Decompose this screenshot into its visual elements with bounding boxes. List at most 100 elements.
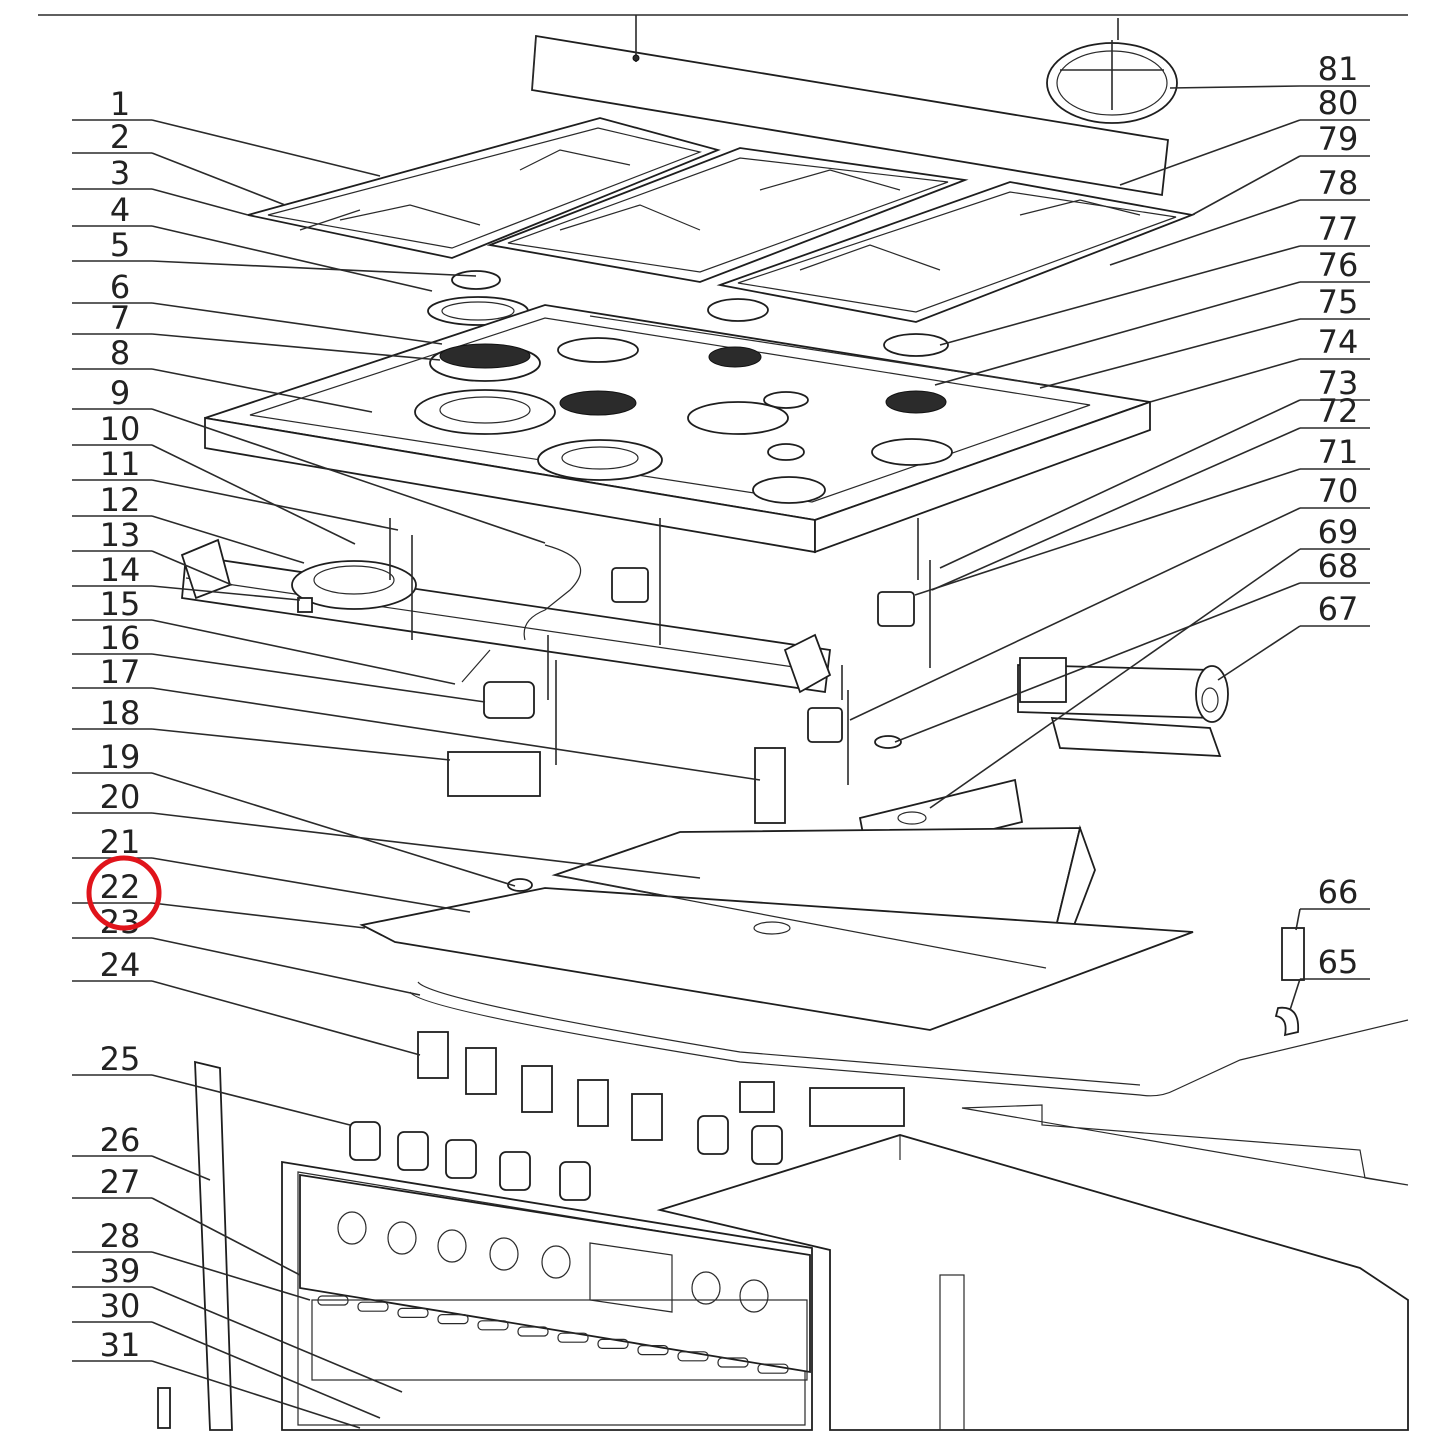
callout-22 (72, 902, 366, 929)
label-11: 11 (100, 445, 141, 483)
highlight-circle (86, 855, 162, 931)
pan-support-left (247, 117, 721, 259)
burner-bodies (483, 567, 915, 743)
label-39: 39 (100, 1252, 141, 1290)
wok-ring (1046, 18, 1178, 124)
label-28: 28 (100, 1217, 141, 1255)
callout-66 (1295, 908, 1370, 931)
callout-11 (72, 479, 399, 531)
label-21: 21 (100, 823, 141, 861)
vent-slot (637, 1344, 669, 1356)
label-10: 10 (100, 410, 141, 448)
hob-burners (414, 337, 953, 504)
vent-slot (517, 1326, 549, 1337)
callout-67 (1217, 625, 1370, 681)
label-77: 77 (1318, 210, 1359, 248)
label-1: 1 (110, 85, 130, 123)
vent-slot (477, 1320, 509, 1331)
callout-81 (1169, 85, 1370, 89)
callout-10 (72, 444, 356, 545)
label-8: 8 (110, 334, 130, 372)
label-73: 73 (1318, 364, 1359, 402)
wok-burner-base (291, 560, 417, 613)
callout-9 (72, 408, 546, 544)
callout-2 (72, 152, 286, 206)
callout-3 (72, 188, 249, 216)
label-78: 78 (1318, 164, 1359, 202)
label-72: 72 (1318, 392, 1359, 430)
side-rail-left (194, 1060, 233, 1431)
callout-31 (72, 1360, 361, 1429)
callout-18 (72, 728, 451, 761)
callout-23 (72, 937, 421, 996)
cooling-fan-motor (874, 657, 1229, 757)
callout-19 (72, 772, 516, 887)
pan-support-right (716, 181, 1196, 323)
vent-slot (557, 1332, 589, 1343)
label-71: 71 (1318, 433, 1359, 471)
clip-65 (1274, 1006, 1300, 1037)
callout-14 (72, 585, 301, 601)
callout-28 (72, 1251, 311, 1301)
callout-8 (72, 368, 373, 413)
bracket-66 (1281, 927, 1305, 981)
label-70: 70 (1318, 472, 1359, 510)
gas-pipe-15 (461, 649, 491, 683)
label-17: 17 (100, 653, 141, 691)
ignition-module (447, 751, 541, 797)
main-gas-pipe-edge (417, 981, 1141, 1086)
label-75: 75 (1318, 283, 1359, 321)
pan-support-middle (486, 147, 969, 283)
label-18: 18 (100, 694, 141, 732)
label-25: 25 (100, 1040, 141, 1078)
label-2: 2 (110, 118, 130, 156)
callout-26 (72, 1155, 211, 1181)
callout-7 (72, 333, 441, 361)
callout-71 (914, 468, 1370, 596)
label-19: 19 (100, 738, 141, 776)
callout-73 (939, 399, 1370, 569)
burner-thermocouples (389, 518, 931, 785)
callout-20 (72, 812, 701, 879)
callout-80 (1119, 119, 1370, 186)
oven-top-plate (359, 824, 1194, 1031)
callout-25 (72, 1074, 351, 1126)
callout-39 (72, 1286, 403, 1393)
main-gas-pipe (409, 991, 1409, 1097)
vent-slot (317, 1295, 349, 1306)
leader-lines (72, 85, 1370, 1429)
vent-slot (597, 1338, 629, 1350)
callout-30 (72, 1321, 381, 1419)
label-15: 15 (100, 585, 141, 623)
label-3: 3 (110, 154, 130, 192)
label-12: 12 (100, 481, 141, 519)
vent-slot (437, 1313, 469, 1325)
clip-19 (507, 878, 533, 892)
label-22: 22 (100, 868, 141, 906)
label-9: 9 (110, 374, 130, 412)
callout-75 (1039, 318, 1370, 389)
callout-1 (72, 119, 381, 177)
label-27: 27 (100, 1163, 141, 1201)
callout-69 (929, 548, 1370, 809)
callout-68 (894, 582, 1370, 743)
callout-16 (72, 653, 486, 703)
callout-27 (72, 1197, 301, 1276)
label-69: 69 (1318, 513, 1359, 551)
oven-body (281, 1104, 1409, 1431)
label-30: 30 (100, 1287, 141, 1325)
label-4: 4 (110, 191, 130, 229)
label-13: 13 (100, 516, 141, 554)
label-20: 20 (100, 778, 141, 816)
backsplash-panel (531, 15, 1169, 197)
callout-78 (1109, 199, 1370, 266)
label-5: 5 (110, 226, 130, 264)
vent-slot (717, 1357, 749, 1368)
callout-13 (72, 550, 233, 586)
callout-15 (72, 619, 456, 685)
label-81: 81 (1318, 50, 1359, 88)
callout-24 (72, 980, 421, 1056)
label-6: 6 (110, 268, 130, 306)
callout-6 (72, 302, 443, 345)
